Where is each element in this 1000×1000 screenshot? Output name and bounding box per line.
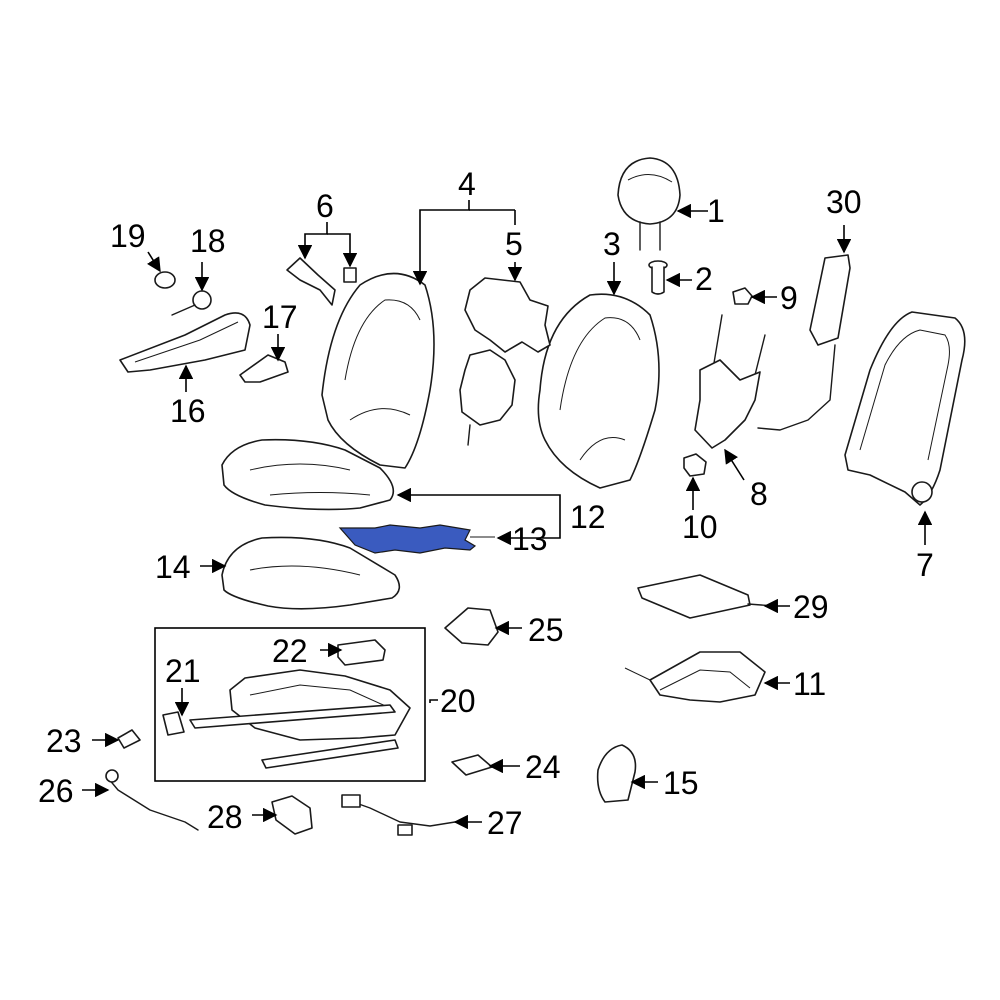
leader-lines bbox=[82, 200, 933, 830]
callout-9[interactable]: 9 bbox=[780, 280, 798, 316]
part-24-slide-cover[interactable] bbox=[451, 754, 493, 776]
part-25-bracket[interactable] bbox=[444, 607, 499, 646]
part-8-lumbar-support[interactable] bbox=[694, 314, 766, 449]
callout-20[interactable]: 20 bbox=[440, 683, 476, 719]
part-18-knob[interactable] bbox=[171, 290, 212, 316]
callout-13[interactable]: 13 bbox=[512, 521, 548, 557]
callout-30[interactable]: 30 bbox=[826, 184, 862, 220]
callout-1[interactable]: 1 bbox=[707, 193, 725, 229]
callout-7[interactable]: 7 bbox=[916, 547, 934, 583]
callout-4[interactable]: 4 bbox=[458, 166, 476, 202]
part-7-seatback-frame[interactable] bbox=[844, 311, 966, 506]
callout-11[interactable]: 11 bbox=[793, 666, 826, 702]
part-20-seat-adjuster[interactable] bbox=[189, 669, 411, 769]
callout-labels: 1 2 3 4 5 6 7 8 9 10 11 12 13 14 15 16 1… bbox=[38, 166, 934, 841]
part-27-wire-harness[interactable] bbox=[341, 794, 456, 836]
part-17-hinge-bracket[interactable] bbox=[239, 354, 289, 383]
part-28-connector[interactable] bbox=[271, 795, 313, 835]
part-23-clip[interactable] bbox=[117, 729, 141, 749]
part-15-side-cover[interactable] bbox=[596, 744, 637, 803]
callout-17[interactable]: 17 bbox=[262, 299, 298, 335]
callout-27[interactable]: 27 bbox=[487, 805, 523, 841]
callout-10[interactable]: 10 bbox=[682, 509, 718, 545]
callout-29[interactable]: 29 bbox=[793, 589, 829, 625]
part-11-seat-harness-bracket[interactable] bbox=[624, 651, 766, 703]
part-26-rod[interactable] bbox=[105, 769, 199, 831]
callout-22[interactable]: 22 bbox=[272, 633, 308, 669]
callout-12[interactable]: 12 bbox=[570, 499, 606, 535]
part-1-headrest[interactable] bbox=[617, 157, 681, 251]
part-16-recliner-cover[interactable] bbox=[119, 312, 251, 373]
part-3-seatback-cover[interactable] bbox=[537, 293, 660, 489]
callout-19[interactable]: 19 bbox=[110, 218, 146, 254]
part-20-group-box bbox=[154, 627, 426, 782]
part-29-seat-plate[interactable] bbox=[637, 574, 776, 619]
callout-6[interactable]: 6 bbox=[316, 188, 334, 224]
callout-25[interactable]: 25 bbox=[528, 612, 564, 648]
callout-26[interactable]: 26 bbox=[38, 773, 74, 809]
callout-28[interactable]: 28 bbox=[207, 799, 243, 835]
part-19-cap[interactable] bbox=[154, 271, 176, 289]
callout-16[interactable]: 16 bbox=[170, 393, 206, 429]
callout-8[interactable]: 8 bbox=[750, 476, 768, 512]
part-9-clip[interactable] bbox=[732, 287, 753, 305]
part-21-bracket[interactable] bbox=[162, 711, 185, 736]
part-5-seatback-heater[interactable] bbox=[459, 277, 551, 446]
callout-24[interactable]: 24 bbox=[525, 749, 561, 785]
part-10-bracket[interactable] bbox=[683, 453, 707, 477]
callout-3[interactable]: 3 bbox=[603, 226, 621, 262]
seat-heater-highlight bbox=[338, 524, 477, 554]
callout-21[interactable]: 21 bbox=[165, 653, 201, 689]
part-14-seat-cushion-pad[interactable] bbox=[221, 536, 401, 610]
callout-5[interactable]: 5 bbox=[505, 226, 523, 262]
callout-2[interactable]: 2 bbox=[695, 261, 713, 297]
part-22-motor[interactable] bbox=[337, 639, 386, 666]
part-6-clips[interactable] bbox=[286, 257, 357, 306]
callout-23[interactable]: 23 bbox=[46, 723, 82, 759]
callout-18[interactable]: 18 bbox=[190, 223, 226, 259]
part-4-seatback-pad[interactable] bbox=[321, 272, 435, 469]
callout-14[interactable]: 14 bbox=[155, 549, 191, 585]
part-13-seat-heater[interactable] bbox=[338, 524, 495, 554]
part-12-seat-cushion-cover[interactable] bbox=[221, 438, 395, 511]
part-30-side-airbag[interactable] bbox=[757, 254, 851, 431]
part-2-headrest-guide[interactable] bbox=[648, 260, 668, 295]
callout-15[interactable]: 15 bbox=[663, 765, 699, 801]
